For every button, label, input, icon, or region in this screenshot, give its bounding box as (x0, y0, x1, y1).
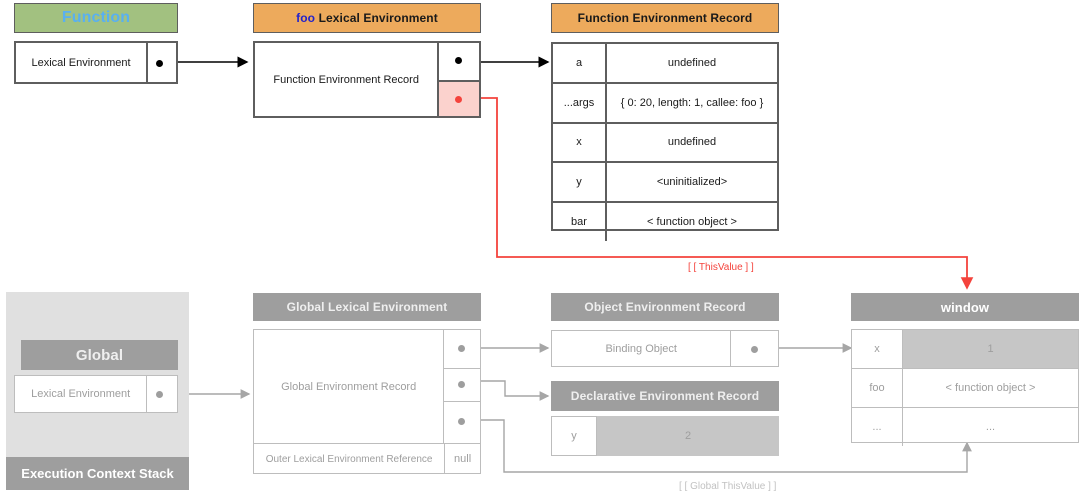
function-env-record-table: a undefined ...args { 0: 20, length: 1, cal… (551, 42, 779, 241)
foo-lexenv-box: Function Environment Record (253, 41, 481, 118)
binding-name-cell: y (551, 416, 597, 456)
foo-fer-label: Function Environment Record (273, 73, 419, 86)
object-env-record-box: Binding Object (551, 330, 779, 367)
outer-lexenv-reference-value: null (444, 444, 480, 474)
property-value-cell: 1 (902, 330, 1078, 368)
binding-value-cell: < function object > (605, 203, 777, 241)
foo-keyword-label: foo (296, 11, 316, 25)
property-name-cell: ... (872, 421, 882, 433)
thisvalue-wire-label: [ [ ThisValue ] ] (688, 262, 754, 273)
stack-frame-global-header: Global (21, 340, 178, 370)
function-lexenv-pointer-cell[interactable] (146, 43, 176, 82)
table-row: bar < function object > (553, 201, 777, 241)
binding-value-cell: undefined (605, 123, 777, 162)
stack-frame-lexenv-label: Lexical Environment (31, 388, 131, 400)
table-row: ...args { 0: 20, length: 1, callee: foo } (553, 81, 777, 122)
function-env-record-header-label: Function Environment Record (577, 11, 753, 25)
function-header: Function (14, 3, 178, 33)
object-env-record-header-label: Object Environment Record (584, 300, 746, 314)
global-env-record-pointer-cell-3[interactable] (444, 401, 480, 442)
pointer-dot-icon (156, 60, 163, 67)
window-header-label: window (940, 299, 990, 315)
global-env-record-label: Global Environment Record (281, 380, 417, 393)
pointer-dot-icon (751, 346, 759, 353)
binding-value-cell: 2 (597, 416, 779, 456)
global-lexenv-box: Global Environment Record Outer Lexical … (253, 329, 481, 474)
object-env-record-header: Object Environment Record (551, 293, 779, 321)
pointer-dot-icon (458, 381, 466, 388)
table-row: ...... (852, 407, 1078, 446)
binding-object-label: Binding Object (605, 342, 677, 355)
window-header: window (851, 293, 1079, 321)
binding-value-cell: { 0: 20, length: 1, callee: foo } (605, 83, 777, 122)
execution-context-stack-panel (6, 292, 189, 457)
foo-lexenv-pointer-cell[interactable] (439, 43, 479, 80)
declarative-env-record-header: Declarative Environment Record (551, 381, 779, 411)
binding-name-cell: x (576, 136, 582, 149)
global-env-record-pointer-cell-2[interactable] (444, 368, 480, 401)
pointer-dot-icon (458, 418, 466, 425)
foo-lexenv-header-label: Lexical Environment (318, 11, 438, 25)
pointer-dot-icon (458, 345, 466, 352)
global-lexenv-header: Global Lexical Environment (253, 293, 481, 321)
binding-value-cell: undefined (605, 44, 777, 82)
global-env-record-pointer-column (443, 330, 480, 443)
pointer-dot-icon (156, 391, 164, 398)
property-value-cell: < function object > (902, 369, 1078, 407)
execution-context-stack-footer-label: Execution Context Stack (21, 466, 174, 481)
binding-value-cell: <uninitialized> (605, 163, 777, 202)
global-thisvalue-wire-label: [ [ Global ThisValue ] ] (679, 481, 777, 492)
pointer-dot-icon (455, 57, 463, 64)
function-header-label: Function (61, 9, 131, 26)
property-value-cell: ... (902, 408, 1078, 446)
execution-context-stack-footer: Execution Context Stack (6, 457, 189, 490)
function-env-record-header: Function Environment Record (551, 3, 779, 33)
binding-object-pointer-cell[interactable] (730, 331, 778, 366)
global-env-record-pointer-cell-1[interactable] (444, 330, 480, 368)
binding-name-cell: bar (571, 216, 587, 229)
stack-frame-global-lexenv-box: Lexical Environment (14, 375, 178, 413)
property-name-cell: foo (869, 382, 885, 394)
table-row: foo < function object > (852, 368, 1078, 407)
table-row: y <uninitialized> (553, 161, 777, 202)
stack-frame-global-label: Global (75, 346, 124, 364)
table-row: a undefined (553, 44, 777, 82)
binding-name-cell: y (576, 176, 582, 189)
binding-name-cell: ...args (563, 96, 595, 109)
function-lexenv-box: Lexical Environment (14, 41, 178, 84)
foo-lexenv-thisvalue-cell[interactable] (439, 80, 479, 116)
foo-lexenv-pointer-column (437, 43, 479, 116)
property-name-cell: x (874, 343, 880, 355)
global-lexenv-header-label: Global Lexical Environment (286, 300, 448, 314)
thisvalue-pointer-dot-icon (455, 96, 463, 103)
declarative-env-record-header-label: Declarative Environment Record (570, 389, 760, 403)
table-row: x undefined (553, 121, 777, 162)
outer-lexenv-reference-label: Outer Lexical Environment Reference (265, 453, 433, 465)
binding-name-cell: a (575, 56, 583, 69)
foo-lexenv-header: foo Lexical Environment (253, 3, 481, 33)
stack-frame-lexenv-pointer-cell[interactable] (146, 376, 177, 412)
function-lexenv-label: Lexical Environment (31, 56, 131, 69)
